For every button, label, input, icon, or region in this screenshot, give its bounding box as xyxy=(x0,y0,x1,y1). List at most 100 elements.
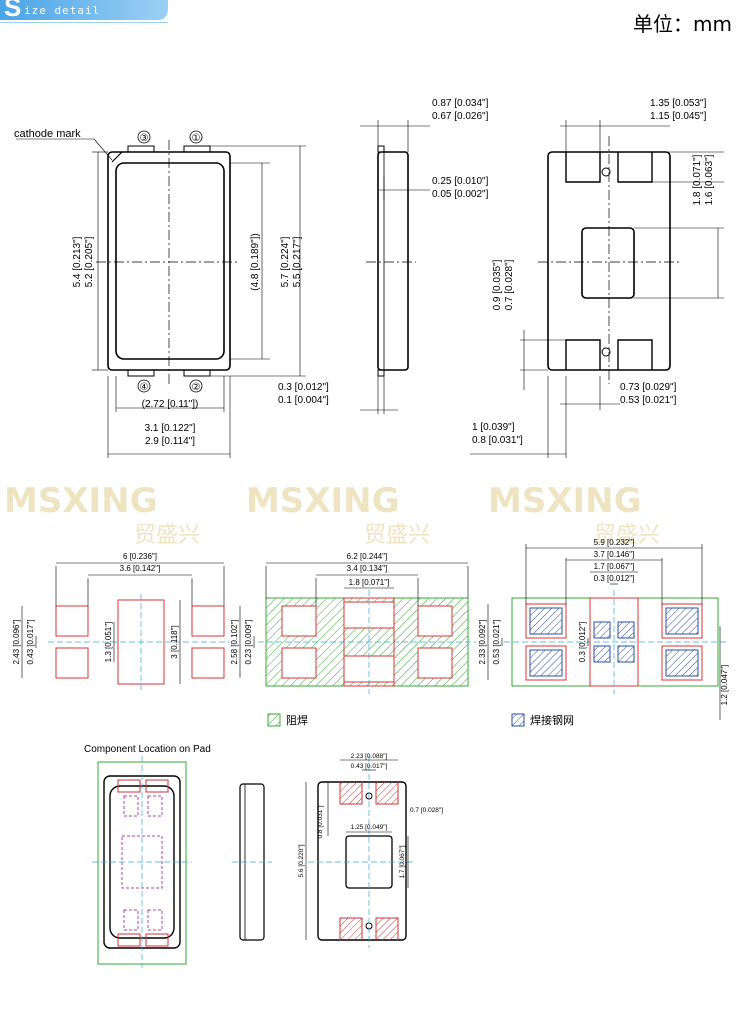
land-pattern-1-labels: 6 [0.236"] 3.6 [0.142"] 2.43 [0.096"] 0.… xyxy=(12,552,179,665)
header-rule xyxy=(0,22,168,23)
pad-top-right xyxy=(617,152,653,183)
cl-stencil-br xyxy=(147,909,163,931)
lp1-dim-h-center: 1.3 [0.051"] xyxy=(104,622,113,663)
lens-outline xyxy=(115,162,225,360)
lp3-dim-w-mid: 1.7 [0.067"] xyxy=(594,562,635,571)
lp3-dim-w-inner: 3.7 [0.146"] xyxy=(594,550,635,559)
dim-height-outer-2: 5.2 [0.205"] xyxy=(84,236,95,287)
pin-label-4: ④ xyxy=(140,382,149,393)
lp3-stencil-tr xyxy=(665,607,699,635)
dim-lead-1: 0.3 [0.012"] xyxy=(278,382,329,393)
lp2-dim-w-inner: 3.4 [0.134"] xyxy=(347,564,388,573)
watermark-brand-2: MSXING xyxy=(246,481,400,521)
bottom-view-dim-labels: 1.35 [0.053"] 1.15 [0.045"] 1.8 [0.071"]… xyxy=(472,98,715,446)
watermark-cn-2: 贸盛兴 xyxy=(364,523,430,548)
dim-pitch-2: 0.8 [0.031"] xyxy=(472,435,523,446)
dim-thickness-2: 0.67 [0.026"] xyxy=(432,111,489,122)
land-pattern-1 xyxy=(21,562,230,692)
bv2-pad-tl xyxy=(339,782,363,805)
watermark-brand-3: MSXING xyxy=(488,481,642,521)
dim-lens-height: (4.8 [0.189"]) xyxy=(250,233,261,290)
lp3-center-stencil-2 xyxy=(617,621,635,639)
cl-pad-br xyxy=(145,933,169,947)
dim-width-2: 2.9 [0.114"] xyxy=(145,436,195,447)
hole-top xyxy=(601,167,611,177)
cl-stencil-tl xyxy=(123,795,139,817)
pin-circle-1 xyxy=(189,130,203,144)
header-badge-text: ize detail xyxy=(24,4,101,17)
lead-bottom-right xyxy=(183,369,211,377)
dim-lead-2: 0.1 [0.004"] xyxy=(278,395,329,406)
bv2-dim-w-center: 1.25 [0.049"] xyxy=(351,824,388,831)
dim-width-1: 3.1 [0.122"] xyxy=(145,423,196,434)
bv2-dim-h-pitch: 0.8 [0.031"] xyxy=(317,805,324,838)
side-lead-bottom xyxy=(377,369,385,377)
bottom-view-2-labels: 2.23 [0.088"] 0.43 [0.017"] 0.7 [0.028"]… xyxy=(298,753,443,879)
lp3-center-stencil-3 xyxy=(593,645,611,663)
header-badge-letter: S xyxy=(4,0,22,22)
lp1-pad-br xyxy=(191,647,225,679)
bv2-dim-w-gap: 0.43 [0.017"] xyxy=(351,763,388,770)
lp3-dim-w-gap: 0.3 [0.012"] xyxy=(594,574,635,583)
dim-lens-width: (2.72 [0.11"]) xyxy=(142,399,199,410)
dim-lead-gap-2: 0.53 [0.021"] xyxy=(620,395,677,406)
dim-pad-width-2: 1.15 [0.045"] xyxy=(650,111,707,122)
lp1-pad-bl xyxy=(55,647,89,679)
lp3-stencil-br xyxy=(665,649,699,677)
cl-pad-tr xyxy=(145,779,169,793)
unit-label: 单位：mm xyxy=(633,12,732,36)
bv2-pad-tr xyxy=(375,782,399,805)
cl-pad-bl xyxy=(117,933,141,947)
lp2-center-bottom xyxy=(343,655,395,683)
component-side-view xyxy=(232,783,272,941)
pad-bottom-right xyxy=(617,339,653,370)
lp1-pad-tl xyxy=(55,605,89,637)
side-view xyxy=(360,120,430,414)
lp3-pad-tl-outer xyxy=(525,603,567,639)
pad-top-left xyxy=(565,152,601,183)
lead-top-right xyxy=(183,145,211,153)
pin-circle-2 xyxy=(189,379,203,393)
dim-center-pad-1: 0.9 [0.035"] xyxy=(492,259,503,310)
land-pattern-3-labels: 5.9 [0.232"] 3.7 [0.146"] 1.7 [0.067"] 0… xyxy=(478,538,729,705)
dim-center-pad-2: 0.7 [0.028"] xyxy=(504,259,515,310)
lp2-dim-h-pad: 0.23 [0.009"] xyxy=(244,619,253,664)
lp3-dim-h-gap: 0.3 [0.012"] xyxy=(578,622,587,663)
pad-center xyxy=(581,227,635,299)
lp3-pad-bl-outer xyxy=(525,645,567,681)
header-badge: S ize detail xyxy=(0,0,168,22)
bv2-dim-h-total: 5.6 [0.220"] xyxy=(298,844,305,877)
pin-label-2: ② xyxy=(192,382,201,393)
hole-bottom xyxy=(601,347,611,357)
lead-top-left xyxy=(127,145,155,153)
lp3-stencil-bl xyxy=(529,649,563,677)
lead-bottom-left xyxy=(127,369,155,377)
bv2-outline xyxy=(317,781,407,941)
pin-label-1: ① xyxy=(192,133,201,144)
dim-height-full-1: 5.7 [0.224"] xyxy=(280,236,291,287)
lp1-dim-h-full: 3 [0.118"] xyxy=(170,625,179,658)
land-pattern-2-labels: 6.2 [0.244"] 3.4 [0.134"] 1.8 [0.071"] 2… xyxy=(230,552,389,665)
lp3-dim-h-pads: 2.33 [0.092"] xyxy=(478,619,487,664)
bv2-pad-bl xyxy=(339,917,363,940)
legend-stencil-swatch xyxy=(511,713,525,727)
bottom-view xyxy=(470,120,724,458)
lp1-dim-h-pads: 2.43 [0.096"] xyxy=(12,619,21,664)
cl-pad-tl xyxy=(117,779,141,793)
lp3-dim-w-total: 5.9 [0.232"] xyxy=(594,538,635,547)
component-location-view xyxy=(92,756,192,968)
side-outline xyxy=(377,151,409,371)
dim-lead-gap-1: 0.73 [0.029"] xyxy=(620,382,677,393)
lp2-pad-tl xyxy=(281,605,317,637)
bv2-dim-h-center: 1.7 [0.067"] xyxy=(399,845,406,878)
side-lead-top xyxy=(377,145,385,153)
dim-height-full-2: 5.5 [0.217"] xyxy=(292,236,303,287)
dim-height-outer-1: 5.4 [0.213"] xyxy=(72,236,83,287)
lp1-dim-w-total: 6 [0.236"] xyxy=(123,552,157,561)
side-view-dim-labels: 0.87 [0.034"] 0.67 [0.026"] 0.25 [0.010"… xyxy=(278,98,489,406)
lp2-dim-w-total: 6.2 [0.244"] xyxy=(347,552,388,561)
lp1-dim-w-inner: 3.6 [0.142"] xyxy=(120,564,161,573)
top-view-dim-labels: 5.4 [0.213"] 5.2 [0.205"] (4.8 [0.189"])… xyxy=(72,233,303,447)
component-location-title: Component Location on Pad xyxy=(84,744,211,755)
pin-label-3: ③ xyxy=(140,133,149,144)
